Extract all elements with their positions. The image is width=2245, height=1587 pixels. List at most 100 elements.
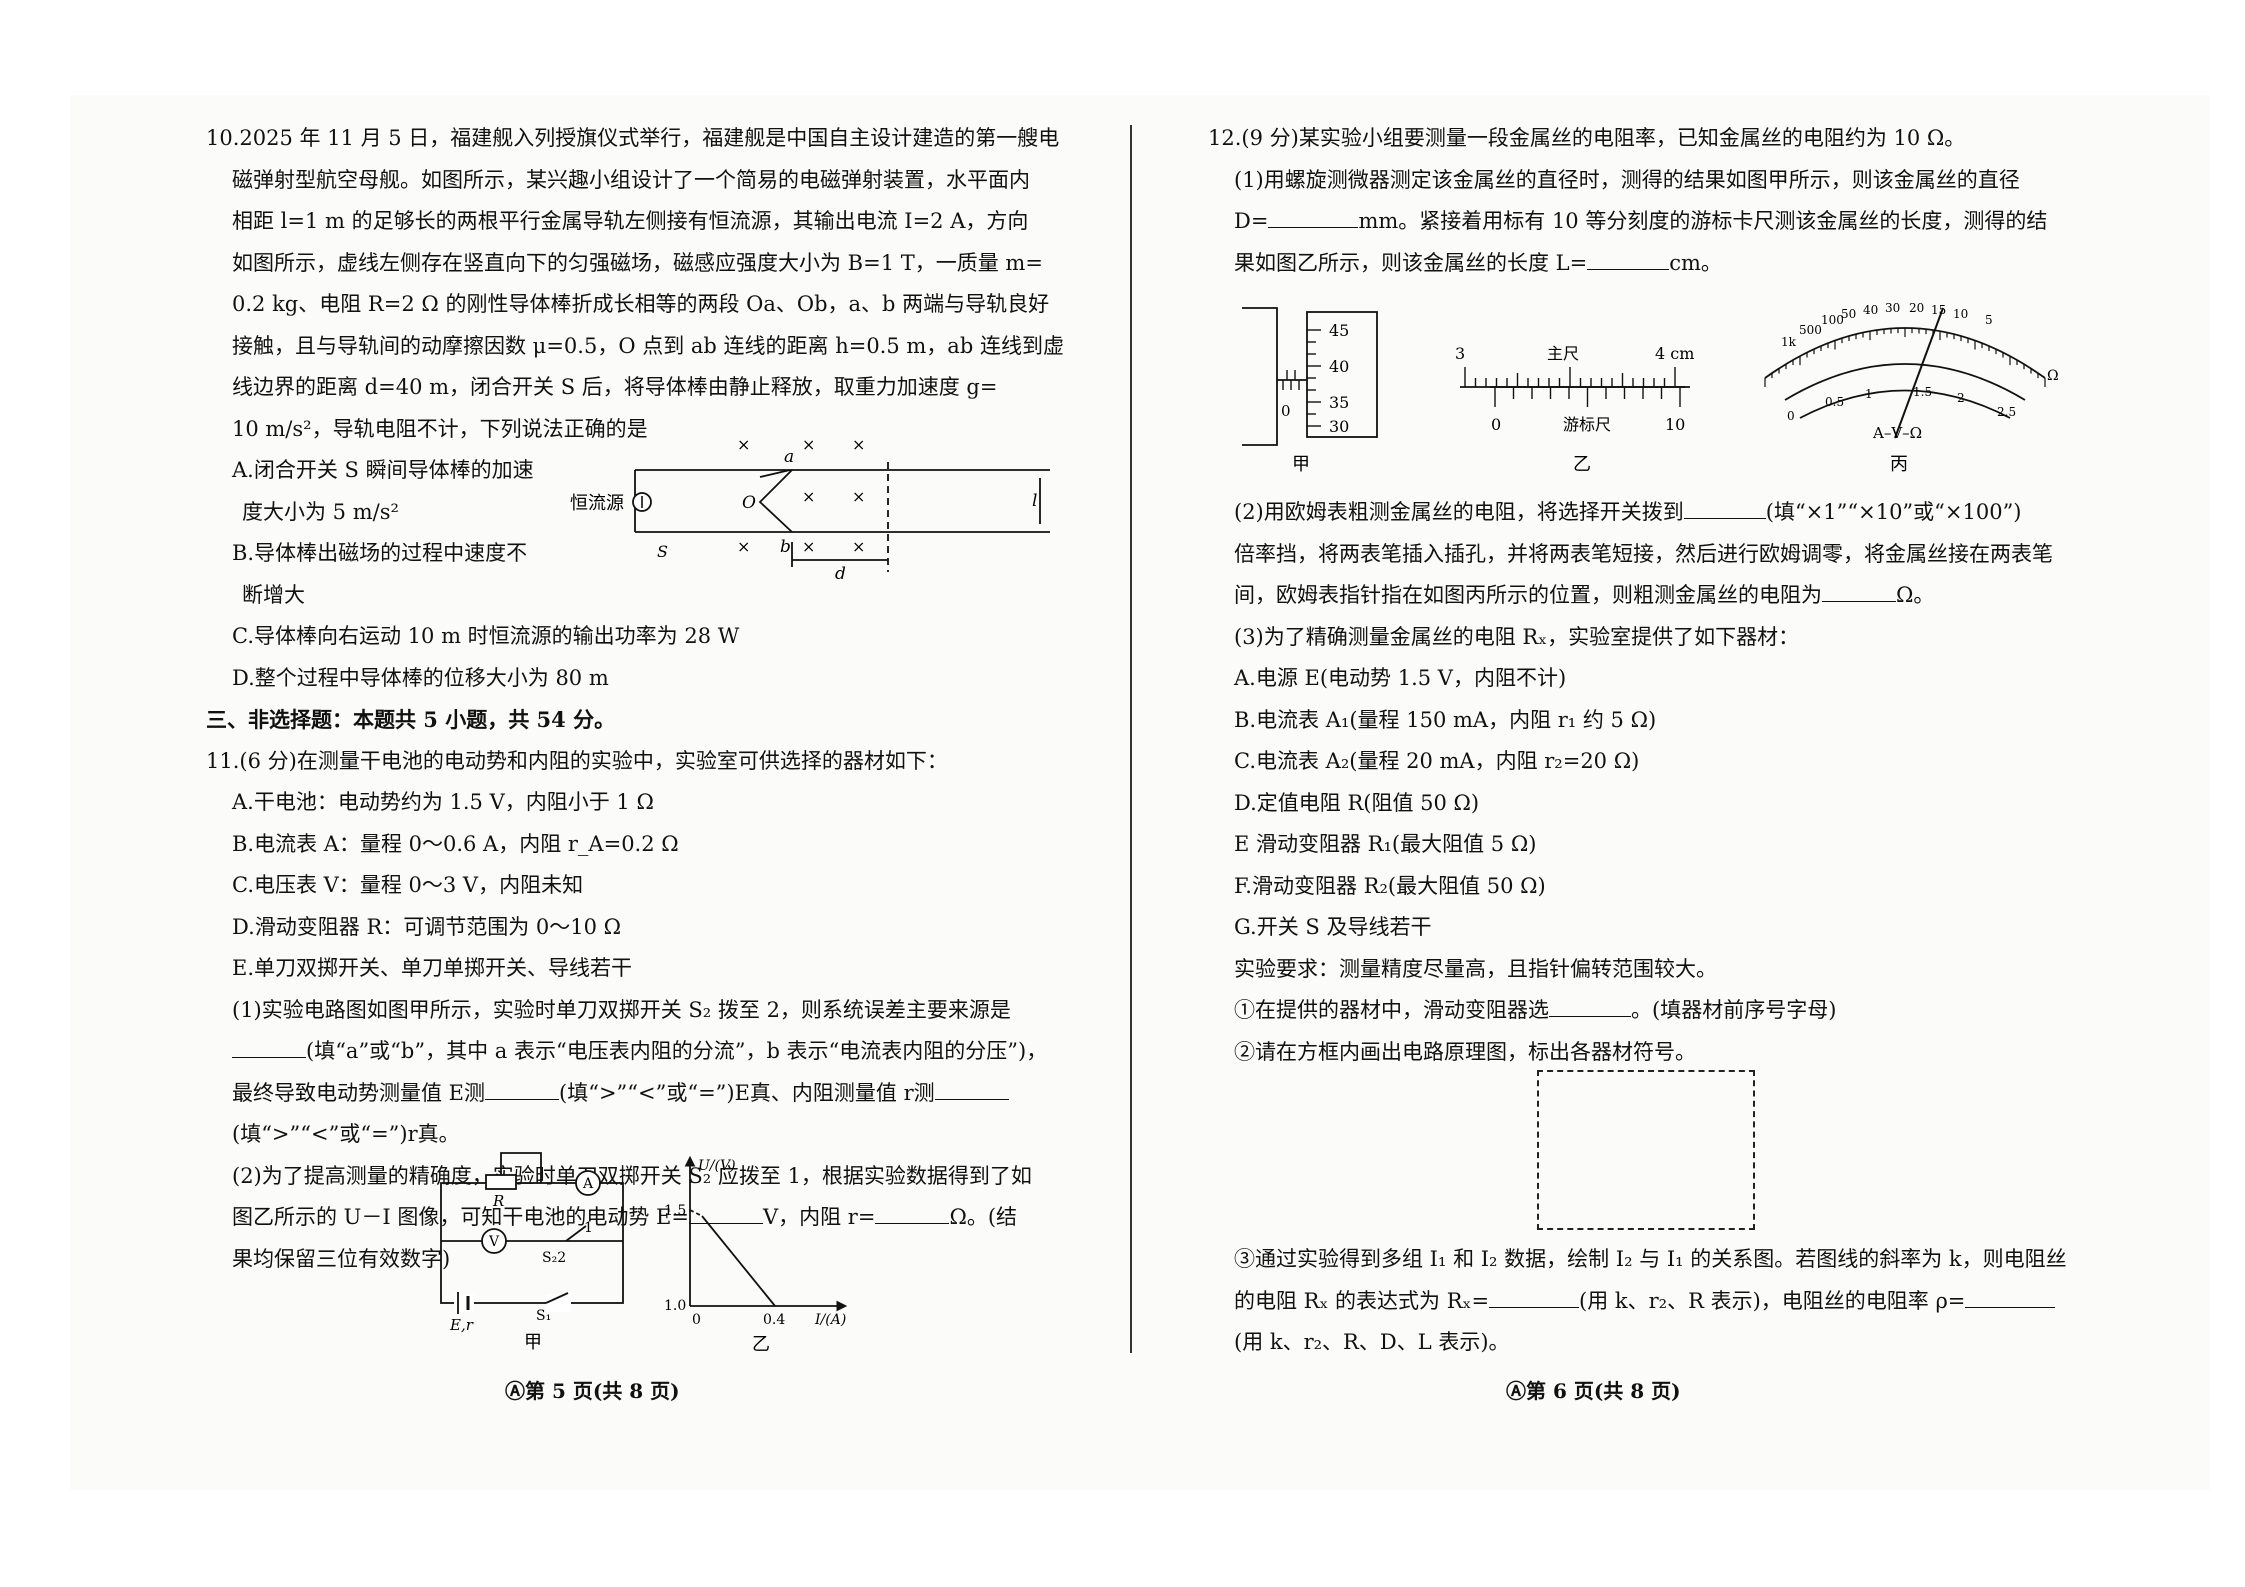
q12-intro: 12.(9 分)某实验小组要测量一段金属丝的电阻率，已知金属丝的电阻约为 10 …: [1208, 126, 1966, 150]
q11-battery-label: E,r: [449, 1316, 474, 1334]
answer-blank[interactable]: [1683, 496, 1766, 519]
dial-top-scale: 1k 500 100 50 40 30 20 15 10 5: [1781, 301, 1993, 349]
answer-blank[interactable]: [485, 1077, 560, 1100]
q10-option-a: A.闭合开关 S 瞬间导体棒的加速: [232, 458, 534, 482]
circuit-answer-box[interactable]: [1537, 1070, 1755, 1230]
q12-part3: (3)为了精确测量金属丝的电阻 Rₓ，实验室提供了如下器材：: [1234, 624, 1800, 649]
q10-point-o: O: [742, 493, 756, 513]
vernier-figure: 3 主尺 4 cm 0 游标尺 10 乙: [1455, 345, 1694, 475]
q12-item: B.电流表 A₁(量程 150 mA，内阻 r₁ 约 5 Ω): [1234, 707, 1657, 732]
q10-switch-label: S: [657, 542, 668, 561]
q12-item: F.滑动变阻器 R₂(最大阻值 50 Ω): [1234, 873, 1546, 898]
svg-text:10: 10: [1953, 307, 1968, 321]
q12-part2: (2)用欧姆表粗测金属丝的电阻，将选择开关拨到(填“×1”“×10”或“×100…: [1208, 492, 2064, 534]
q10-line: 10 m/s²，导轨电阻不计，下列说法正确的是: [232, 416, 648, 441]
q10-option-d: D.整个过程中导体棒的位移大小为 80 m: [232, 665, 609, 690]
micrometer-tick: 45: [1329, 321, 1349, 340]
q11-item: C.电压表 V：量程 0～3 V，内阻未知: [232, 873, 584, 897]
q11-ammeter-label: A: [582, 1176, 594, 1192]
answer-blank[interactable]: [232, 1035, 306, 1058]
svg-text:40: 40: [1863, 303, 1878, 317]
q11-part1: (1)实验电路图如图甲所示，实验时单刀双掷开关 S₂ 拨至 2，则系统误差主要来…: [232, 997, 1011, 1022]
answer-blank[interactable]: [688, 1201, 763, 1224]
vernier-main-right: 4 cm: [1655, 345, 1694, 363]
svg-text:50: 50: [1841, 307, 1856, 321]
micrometer-figure: 45 40 35 30 0 甲: [1242, 307, 1378, 475]
q10-field-marks: × × × × × × × ×: [737, 435, 865, 556]
answer-blank[interactable]: [1489, 1285, 1580, 1308]
svg-text:×: ×: [802, 537, 815, 556]
q10-length-l: l: [1032, 491, 1037, 511]
micrometer-zero: 0: [1281, 402, 1291, 420]
svg-text:×: ×: [737, 537, 750, 556]
svg-text:×: ×: [737, 435, 750, 454]
svg-text:15: 15: [1931, 303, 1946, 317]
q12-item: G.开关 S 及导线若干: [1234, 915, 1432, 939]
q10-point-a: a: [784, 447, 794, 467]
svg-text:×: ×: [852, 435, 865, 454]
dial-unit-label: A–V–Ω: [1872, 424, 1922, 442]
q12-part2-cont: 倍率挡，将两表笔插入插孔，并将两表笔短接，然后进行欧姆调零，将金属丝接在两表笔: [1234, 541, 2053, 566]
svg-text:0.5: 0.5: [1825, 395, 1844, 409]
scanned-sheet: [70, 95, 2210, 1490]
svg-text:0: 0: [1787, 409, 1795, 423]
q10-line: 相距 l=1 m 的足够长的两根平行金属导轨左侧接有恒流源，其输出电流 I=2 …: [232, 209, 1029, 233]
answer-blank[interactable]: [1587, 247, 1670, 270]
answer-blank[interactable]: [875, 1201, 950, 1224]
q12-part1-cont: 果如图乙所示，则该金属丝的长度 L=cm。: [1208, 243, 2064, 285]
q10-point-b: b: [780, 537, 791, 557]
svg-text:100: 100: [1821, 313, 1844, 327]
q12-item: E 滑动变阻器 R₁(最大阻值 5 Ω): [1234, 832, 1537, 856]
page-footer-left: Ⓐ第 5 页(共 8 页): [505, 1379, 680, 1403]
q10-line: 10.2025 年 11 月 5 日，福建舰入列授旗仪式举行，福建舰是中国自主设…: [206, 126, 1060, 150]
answer-blank[interactable]: [1965, 1285, 2056, 1308]
q11-item: B.电流表 A：量程 0～0.6 A，内阻 r_A=0.2 Ω: [232, 831, 679, 856]
q11-intro: 11.(6 分)在测量干电池的电动势和内阻的实验中，实验室可供选择的器材如下：: [206, 748, 948, 773]
q11-part2-cont: 果均保留三位有效数字): [232, 1246, 451, 1271]
q11-switch-pos1: 1: [584, 1220, 593, 1236]
ui-ytick-top: 1.5: [664, 1203, 686, 1219]
q10-option-a-cont: 度大小为 5 m/s²: [242, 499, 399, 524]
q10-line: 线边界的距离 d=40 m，闭合开关 S 后，将导体棒由静止释放，取重力加速度 …: [232, 375, 998, 399]
q12-requirement: 实验要求：测量精度尽量高，且指针偏转范围较大。: [1234, 956, 1717, 981]
svg-text:2.5: 2.5: [1997, 405, 2016, 419]
q11-part2-cont: 图乙所示的 U－I 图像，可知干电池的电动势 E=V，内阻 r=Ω。(结: [206, 1197, 1061, 1239]
q11-resistor-label: R: [492, 1192, 504, 1210]
svg-text:2: 2: [1957, 391, 1965, 405]
q10-line: 0.2 kg、电阻 R=2 Ω 的刚性导体棒折成长相等的两段 Oa、Ob，a、b…: [232, 292, 1050, 316]
svg-text:1k: 1k: [1781, 335, 1797, 349]
q11-item: A.干电池：电动势约为 1.5 V，内阻小于 1 Ω: [232, 790, 654, 814]
q12-fig-caption-jia: 甲: [1292, 454, 1310, 475]
answer-blank[interactable]: [934, 1077, 1009, 1100]
section-heading: 三、非选择题：本题共 5 小题，共 54 分。: [206, 707, 616, 732]
q10-rail-diagram: 恒流源 S a b O l d × × × × × × × ×: [570, 435, 1050, 584]
q12-part1: (1)用螺旋测微器测定该金属丝的直径时，测得的结果如图甲所示，则该金属丝的直径: [1234, 167, 2020, 192]
svg-text:1: 1: [1865, 387, 1873, 401]
q11-fig-caption-yi: 乙: [752, 1334, 770, 1355]
q11-fig-caption-jia: 甲: [524, 1332, 542, 1353]
svg-text:500: 500: [1799, 323, 1822, 337]
svg-text:1.5: 1.5: [1913, 385, 1932, 399]
answer-blank[interactable]: [1549, 994, 1631, 1017]
micrometer-tick: 30: [1329, 417, 1349, 436]
q12-sub3: ③通过实验得到多组 I₁ 和 I₂ 数据，绘制 I₂ 与 I₁ 的关系图。若图线…: [1234, 1247, 2067, 1271]
ui-ytick-bottom: 1.0: [664, 1298, 686, 1314]
q12-sub3-cont: 的电阻 Rₓ 的表达式为 Rₓ=(用 k、r₂、R 表示)，电阻丝的电阻率 ρ=: [1208, 1281, 2064, 1323]
svg-text:×: ×: [802, 487, 815, 506]
dial-needle: [1894, 307, 1944, 439]
svg-text:30: 30: [1885, 301, 1900, 315]
q11-part1-cont: 最终导致电动势测量值 E测(填“>”“<”或“=”)E真、内阻测量值 r测: [206, 1073, 1061, 1115]
ui-line: [701, 1215, 776, 1307]
question-11: 11.(6 分)在测量干电池的电动势和内阻的实验中，实验室可供选择的器材如下： …: [206, 741, 1061, 1281]
page-divider: [1130, 125, 1132, 1353]
ui-xlabel: I/(A): [814, 1312, 846, 1328]
answer-blank[interactable]: [1268, 205, 1359, 228]
q10-source-label: 恒流源: [570, 493, 624, 514]
q11-item: D.滑动变阻器 R：可调节范围为 0～10 Ω: [232, 914, 622, 939]
q11-voltmeter-label: V: [488, 1234, 500, 1250]
q11-circuit-diagram: R A V 1 S₂2 E,r S₁ 甲: [440, 1152, 624, 1353]
vernier-main-left: 3: [1455, 345, 1465, 363]
answer-blank[interactable]: [1822, 579, 1896, 602]
question-10: 10.2025 年 11 月 5 日，福建舰入列授旗仪式举行，福建舰是中国自主设…: [206, 118, 1064, 699]
